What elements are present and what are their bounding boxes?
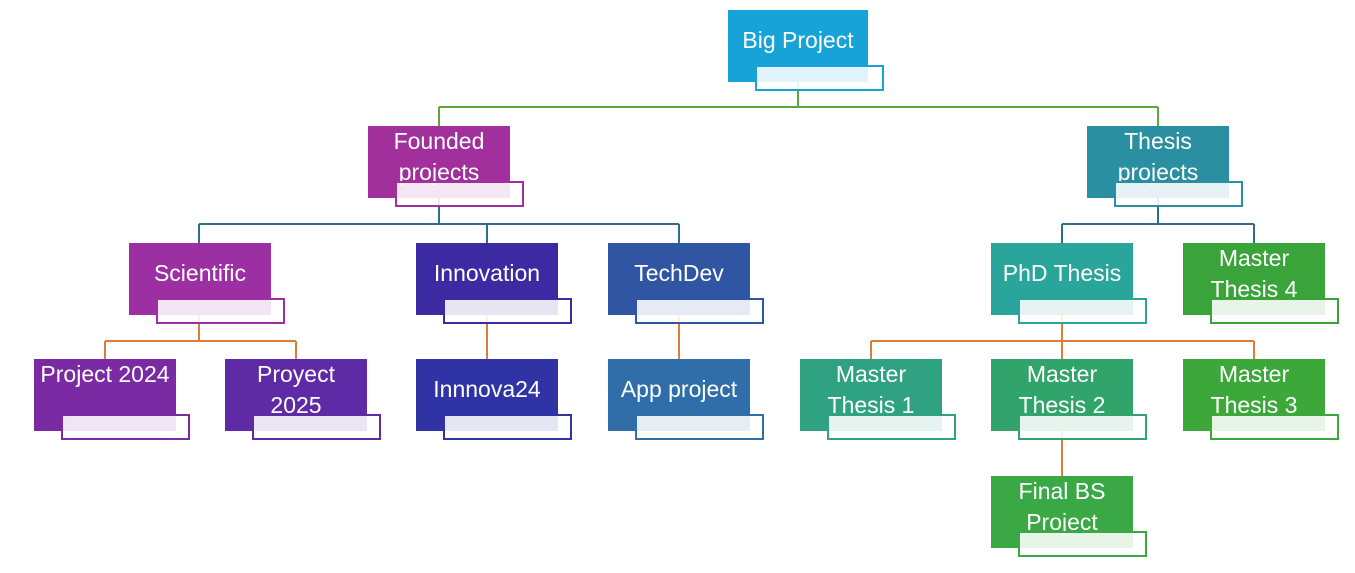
node-label: Master Thesis 3 <box>1210 361 1298 418</box>
node-thesis-projects[interactable]: Thesis projects <box>1087 126 1243 207</box>
node-text-placeholder[interactable] <box>635 298 764 324</box>
node-label: Scientific <box>153 259 247 286</box>
node-label: Innovation <box>433 259 541 286</box>
node-master-thesis-4[interactable]: Master Thesis 4 <box>1183 243 1339 324</box>
node-label: Master Thesis 4 <box>1210 245 1298 302</box>
node-label: Founded projects <box>393 128 485 185</box>
node-label: Final BS Project <box>1018 478 1106 535</box>
node-master-thesis-2[interactable]: Master Thesis 2 <box>991 359 1147 440</box>
node-techdev[interactable]: TechDev <box>608 243 764 324</box>
connector-line-2 <box>198 197 680 243</box>
node-text-placeholder[interactable] <box>827 414 956 440</box>
node-phd-thesis[interactable]: PhD Thesis <box>991 243 1147 324</box>
connector-line-1 <box>438 81 1159 126</box>
connector-line-3 <box>1061 197 1255 243</box>
node-label: Project 2024 <box>40 361 170 387</box>
node-text-placeholder[interactable] <box>1018 414 1147 440</box>
connector-line-4 <box>104 314 297 359</box>
node-scientific[interactable]: Scientific <box>129 243 285 324</box>
node-label: Big Project <box>742 26 854 53</box>
node-label: TechDev <box>634 259 724 286</box>
node-text-placeholder[interactable] <box>1210 298 1339 324</box>
node-final-bs-project[interactable]: Final BS Project <box>991 476 1147 557</box>
node-text-placeholder[interactable] <box>156 298 285 324</box>
node-label: Innnova24 <box>433 375 541 402</box>
connector-line-7 <box>870 314 1255 359</box>
node-innnova24[interactable]: Innnova24 <box>416 359 572 440</box>
node-big-project[interactable]: Big Project <box>728 10 884 91</box>
node-founded-projects[interactable]: Founded projects <box>368 126 524 207</box>
node-text-placeholder[interactable] <box>1018 531 1147 557</box>
node-proyect-2025[interactable]: Proyect 2025 <box>225 359 381 440</box>
node-master-thesis-1[interactable]: Master Thesis 1 <box>800 359 956 440</box>
node-text-placeholder[interactable] <box>1018 298 1147 324</box>
node-text-placeholder[interactable] <box>635 414 764 440</box>
node-label: Proyect 2025 <box>257 361 335 418</box>
node-text-placeholder[interactable] <box>1210 414 1339 440</box>
node-text-placeholder[interactable] <box>61 414 190 440</box>
node-text-placeholder[interactable] <box>252 414 381 440</box>
node-label: Master Thesis 2 <box>1018 361 1106 418</box>
node-label: Master Thesis 1 <box>827 361 915 418</box>
node-app-project[interactable]: App project <box>608 359 764 440</box>
node-project-2024[interactable]: Project 2024 <box>34 359 190 440</box>
node-label: App project <box>620 375 738 402</box>
node-innovation[interactable]: Innovation <box>416 243 572 324</box>
node-master-thesis-3[interactable]: Master Thesis 3 <box>1183 359 1339 440</box>
node-text-placeholder[interactable] <box>755 65 884 91</box>
node-text-placeholder[interactable] <box>443 414 572 440</box>
node-label: PhD Thesis <box>1002 259 1122 286</box>
node-label: Thesis projects <box>1117 128 1199 185</box>
node-text-placeholder[interactable] <box>443 298 572 324</box>
node-text-placeholder[interactable] <box>1114 181 1243 207</box>
node-text-placeholder[interactable] <box>395 181 524 207</box>
